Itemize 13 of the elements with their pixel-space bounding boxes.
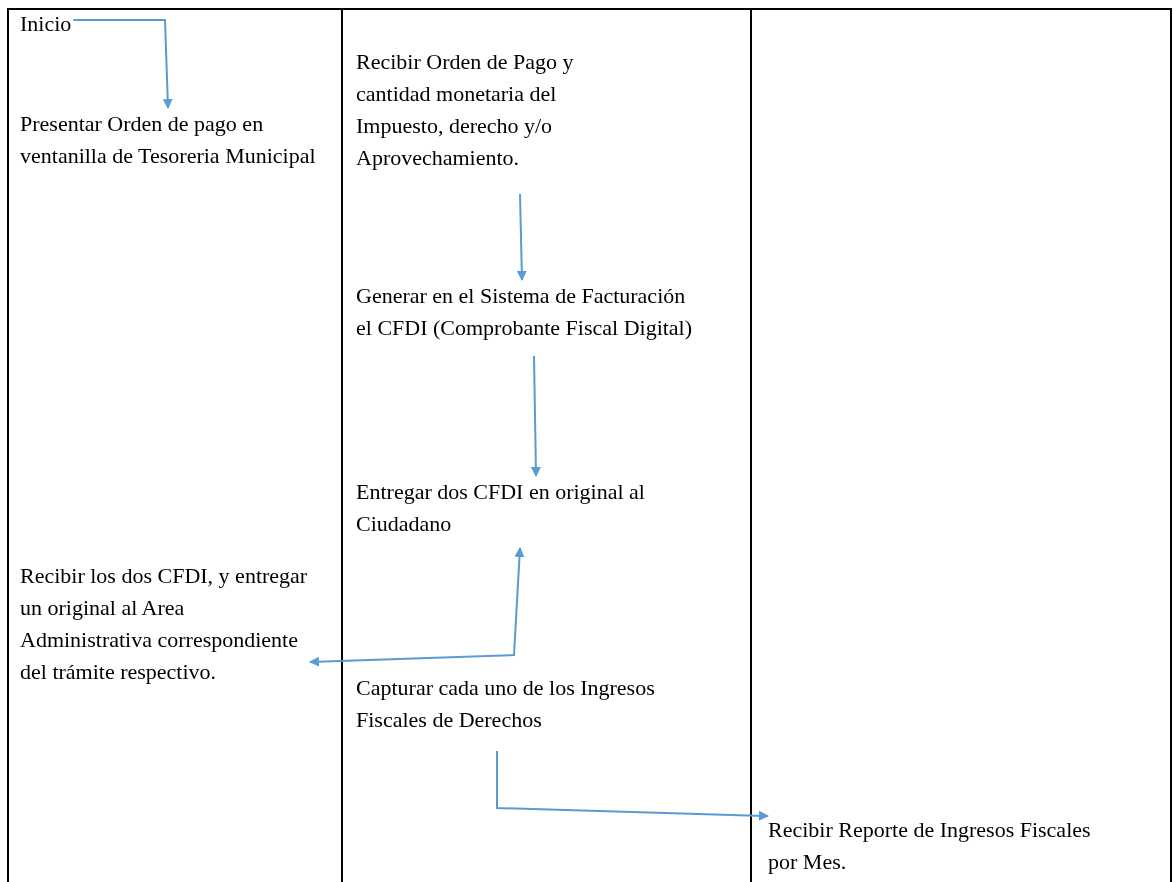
arrow bbox=[530, 355, 541, 477]
arrow bbox=[516, 193, 527, 281]
step-text: Entregar dos CFDI en original al Ciudadano bbox=[356, 478, 646, 538]
step-text: Recibir Reporte de Ingresos Fiscales por Mes. bbox=[768, 816, 1092, 876]
arrow bbox=[72, 19, 173, 109]
step-text: Capturar cada uno de los Ingresos Fiscales de Derechos bbox=[356, 674, 656, 734]
step-text: Recibir los dos CFDI, y entregar un original al Area Administrativa correspondiente del trámite respectivo. bbox=[20, 562, 309, 686]
step-text: Recibir Orden de Pago y cantidad monetaria del Impuesto, derecho y/o Aprovechamiento. bbox=[356, 48, 575, 172]
step-text: Presentar Orden de pago en ventanilla de Tesoreria Municipal bbox=[20, 110, 317, 170]
step-text: Generar en el Sistema de Facturación el CFDI (Comprobante Fiscal Digital) bbox=[356, 282, 694, 342]
arrow bbox=[496, 750, 769, 821]
step-text: Inicio bbox=[20, 10, 72, 38]
arrow bbox=[309, 547, 525, 667]
